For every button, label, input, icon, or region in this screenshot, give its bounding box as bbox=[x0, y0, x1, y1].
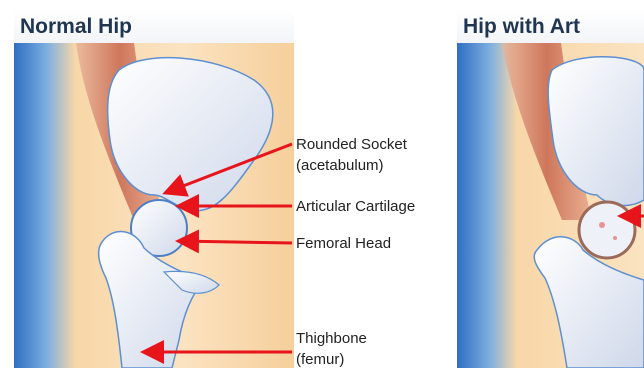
arthritic-hip-panel: Hip with Art bbox=[457, 10, 644, 368]
femoral-head-label: Femoral Head bbox=[296, 233, 391, 254]
cartilage-damage-spot bbox=[599, 222, 605, 228]
thighbone-label: Thighbone bbox=[296, 328, 367, 349]
arthritic-hip-title: Hip with Art bbox=[457, 10, 644, 43]
cartilage-damage-spot bbox=[613, 236, 617, 240]
worn-femoral-head bbox=[579, 202, 635, 258]
arthritic-hip-illustration bbox=[457, 10, 644, 368]
femur-label: (femur) bbox=[296, 349, 344, 370]
normal-hip-panel: Normal Hip bbox=[14, 10, 294, 368]
acetabulum-label: (acetabulum) bbox=[296, 155, 384, 176]
normal-hip-illustration bbox=[14, 10, 294, 368]
rounded-socket-label: Rounded Socket bbox=[296, 134, 407, 155]
normal-hip-title: Normal Hip bbox=[14, 10, 294, 43]
articular-cartilage-label: Articular Cartilage bbox=[296, 196, 415, 217]
